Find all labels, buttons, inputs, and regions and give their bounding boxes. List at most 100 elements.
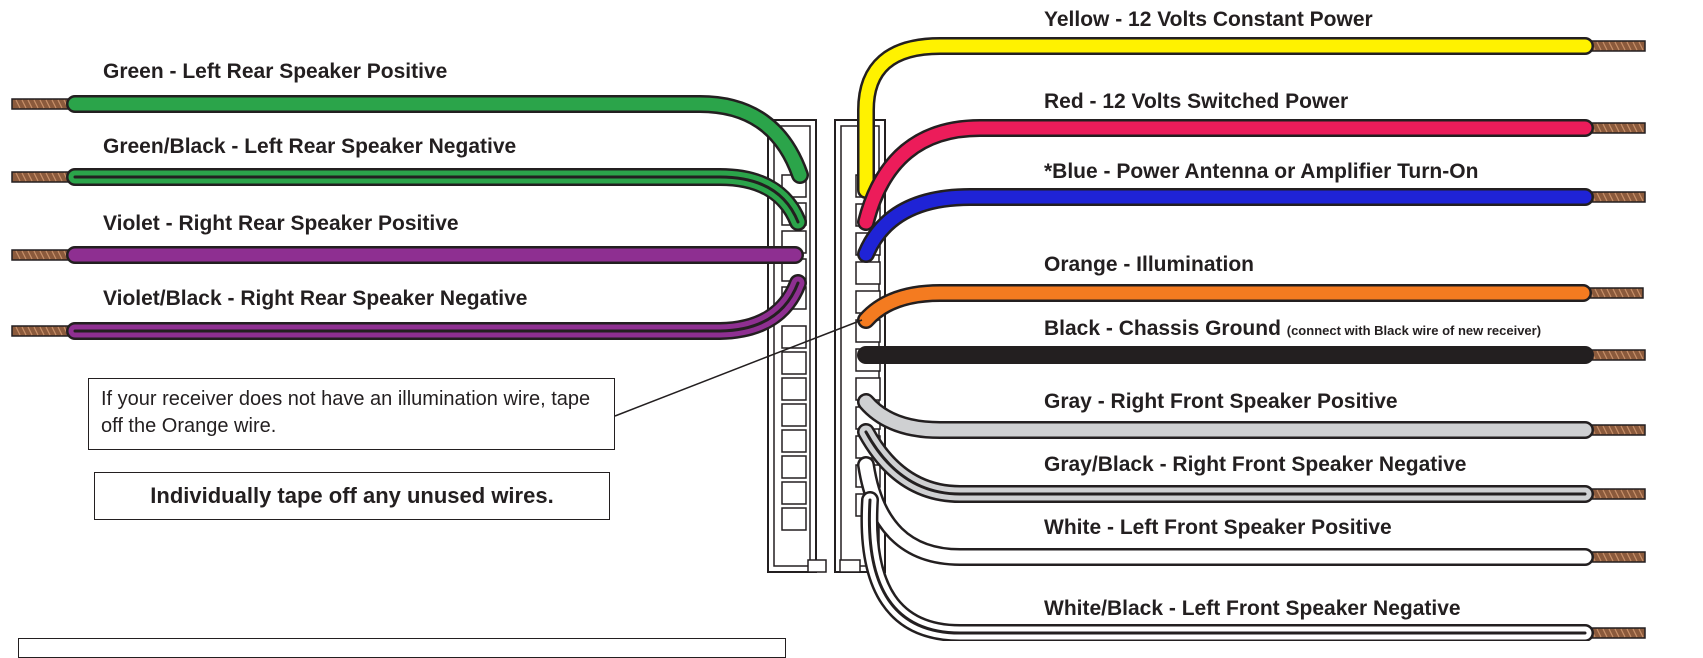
left-wire-3-strand-twist	[33, 326, 39, 336]
label-red: Red - 12 Volts Switched Power	[1044, 90, 1349, 113]
right-wire-6-strand-twist	[1620, 489, 1626, 499]
right-wire-2-strand-twist	[1632, 192, 1638, 202]
wiring-diagram	[11, 37, 1646, 641]
label-violet-black: Violet/Black - Right Rear Speaker Negati…	[103, 287, 528, 310]
right-wire-0-strand-twist	[1638, 41, 1644, 51]
left-wire-3	[66, 274, 807, 340]
left-wire-2-strand-twist	[15, 250, 21, 260]
left-cavity	[781, 325, 807, 349]
right-wire-3	[857, 284, 1592, 329]
left-wire-1-strand-twist	[33, 172, 39, 182]
right-wire-1-strand-twist	[1626, 123, 1632, 133]
right-wire-2-strand-twist	[1626, 192, 1632, 202]
left-wire-3-strand-twist	[45, 326, 51, 336]
right-wire-6-strand-twist	[1632, 489, 1638, 499]
right-wire-7-outline	[857, 456, 1594, 566]
right-wire-0-strand-twist	[1602, 41, 1608, 51]
label-gray-black: Gray/Black - Right Front Speaker Negativ…	[1044, 453, 1467, 476]
right-wire-7-strand-twist	[1638, 552, 1644, 562]
right-wire-5-strand-twist	[1614, 425, 1620, 435]
left-wire-2-strand-twist	[39, 250, 45, 260]
right-wire-4-strand-twist	[1602, 350, 1608, 360]
right-wire-5-strand-twist	[1596, 425, 1602, 435]
right-wire-5-strand-twist	[1608, 425, 1614, 435]
right-wire-7-insulation	[859, 458, 1592, 564]
right-wire-5-strand-twist	[1620, 425, 1626, 435]
left-wire-1	[66, 168, 807, 231]
right-wire-3-strand-twist	[1606, 288, 1612, 298]
right-wire-0-strand-twist	[1626, 41, 1632, 51]
label-yellow: Yellow - 12 Volts Constant Power	[1044, 8, 1373, 31]
right-wire-2-strand-twist	[1614, 192, 1620, 202]
left-wire-1-strand-twist	[39, 172, 45, 182]
right-wire-1	[857, 119, 1594, 231]
right-wire-8-strand-twist	[1626, 628, 1632, 638]
right-wire-6-strand-twist	[1596, 489, 1602, 499]
right-wire-8-strand-twist	[1632, 628, 1638, 638]
right-wire-1-strand-twist	[1632, 123, 1638, 133]
right-wire-3-strand-twist	[1612, 288, 1618, 298]
right-wire-0-strand-twist	[1596, 41, 1602, 51]
right-wire-3-strand-twist	[1618, 288, 1624, 298]
right-wire-8-strand-twist	[1596, 628, 1602, 638]
right-wire-4-strand-twist	[1620, 350, 1626, 360]
right-wire-0-strand-twist	[1632, 41, 1638, 51]
right-wire-8-strand-twist	[1620, 628, 1626, 638]
label-blue: *Blue - Power Antenna or Amplifier Turn-…	[1044, 160, 1479, 183]
right-wire-5-strand-twist	[1632, 425, 1638, 435]
right-wire-1-strand-twist	[1614, 123, 1620, 133]
left-wire-3-strand-twist	[15, 326, 21, 336]
right-wire-5-strand-twist	[1602, 425, 1608, 435]
right-wire-8-stripe	[867, 498, 1587, 635]
label-gray: Gray - Right Front Speaker Positive	[1044, 390, 1398, 413]
tape-off-note-text: Individually tape off any unused wires.	[150, 483, 554, 508]
right-wire-7-strand-twist	[1626, 552, 1632, 562]
right-wire-4-strand-twist	[1596, 350, 1602, 360]
right-wire-7-strand-twist	[1620, 552, 1626, 562]
right-wire-2-strand-twist	[1596, 192, 1602, 202]
right-wire-6-strand-twist	[1614, 489, 1620, 499]
illumination-note-text: If your receiver does not have an illumi…	[101, 388, 591, 437]
right-wire-3-strand-twist	[1624, 288, 1630, 298]
right-cavity	[855, 261, 881, 285]
right-wire-0-insulation	[859, 39, 1592, 197]
right-wire-7-strand-twist	[1596, 552, 1602, 562]
right-wire-1-strand-twist	[1596, 123, 1602, 133]
right-wire-0-strand-twist	[1620, 41, 1626, 51]
right-wire-7-strand-twist	[1608, 552, 1614, 562]
right-wire-1-strand-twist	[1608, 123, 1614, 133]
right-wire-2-strand	[1580, 191, 1646, 203]
left-cavity	[781, 507, 807, 531]
right-wire-1-strand-twist	[1638, 123, 1644, 133]
left-wire-1-stripe	[73, 175, 800, 224]
label-orange: Orange - Illumination	[1044, 253, 1255, 276]
left-wire-0-strand-twist	[33, 99, 39, 109]
right-wire-3-strand-twist	[1636, 288, 1642, 298]
left-cavity	[781, 351, 807, 375]
left-wire-1-strand-twist	[27, 172, 33, 182]
left-wire-2-strand-twist	[21, 250, 27, 260]
right-wire-0-strand-twist	[1608, 41, 1614, 51]
left-wire-1-strand-twist	[57, 172, 63, 182]
label-black-note: (connect with Black wire of new receiver…	[1286, 323, 1542, 338]
illumination-note-box: If your receiver does not have an illumi…	[88, 378, 615, 450]
bottom-note-box	[18, 638, 786, 658]
left-wire-3-strand-twist	[21, 326, 27, 336]
right-wire-5-strand-twist	[1638, 425, 1644, 435]
left-cavity	[781, 481, 807, 505]
right-wire-3-strand-twist	[1594, 288, 1600, 298]
left-wire-0-insulation	[68, 97, 807, 182]
right-wire-6-strand-twist	[1608, 489, 1614, 499]
right-wire-4-strand-twist	[1632, 350, 1638, 360]
right-wire-7-strand-twist	[1632, 552, 1638, 562]
right-wire-4-strand-twist	[1626, 350, 1632, 360]
right-wire-2-outline	[857, 188, 1594, 263]
left-wire-2-strand-twist	[51, 250, 57, 260]
right-wire-8-strand-twist	[1608, 628, 1614, 638]
left-wire-2-strand-twist	[27, 250, 33, 260]
right-wire-8-strand-twist	[1614, 628, 1620, 638]
label-green: Green - Left Rear Speaker Positive	[103, 60, 448, 83]
right-wire-7-strand-twist	[1602, 552, 1608, 562]
right-wire-3-strand-twist	[1600, 288, 1606, 298]
left-wire-2-strand-twist	[33, 250, 39, 260]
